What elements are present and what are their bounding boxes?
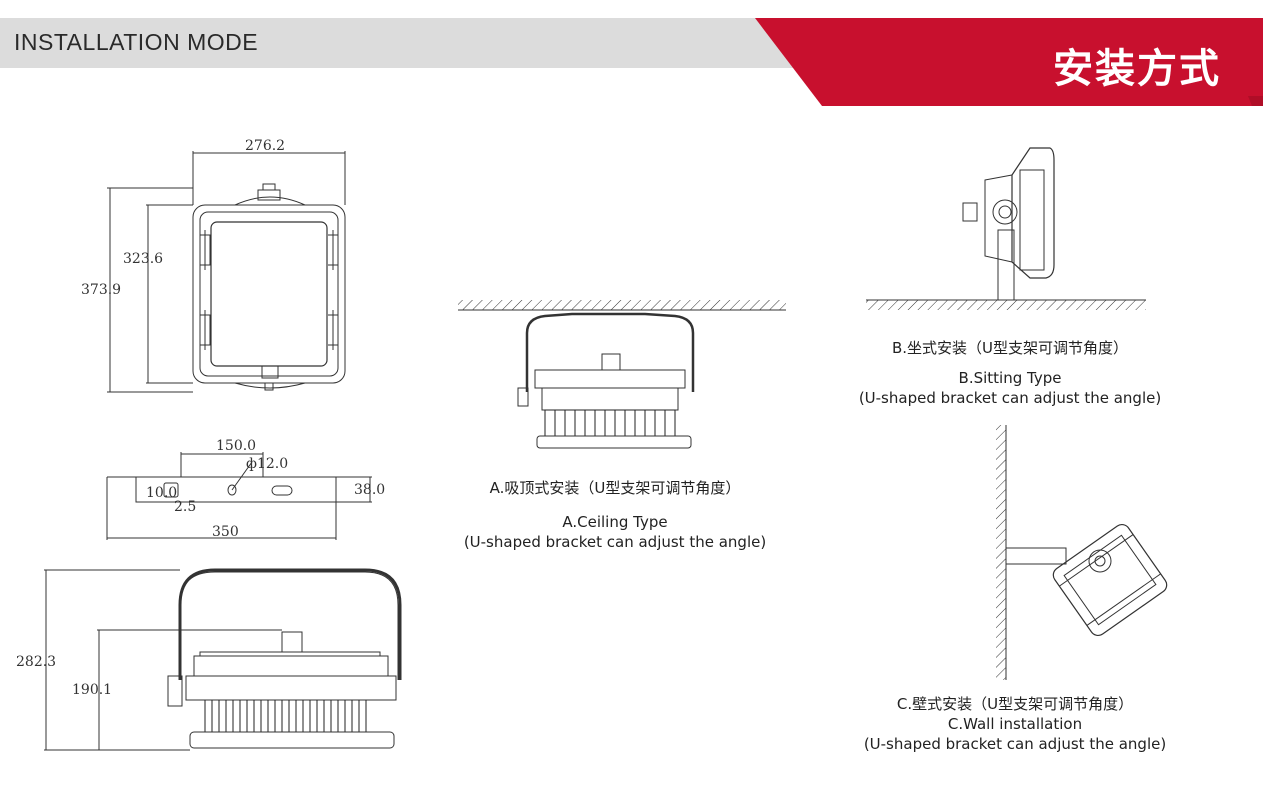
- dim-top-width: 276.2: [245, 138, 285, 154]
- dim-bracket-slot-h: 2.5: [174, 499, 196, 515]
- caption-sitting: B.坐式安装（U型支架可调节角度） B.Sitting Type (U-shap…: [830, 338, 1190, 408]
- dim-top-total-height: 373.9: [81, 282, 121, 298]
- dim-side-body-height: 190.1: [72, 682, 112, 698]
- caption-sitting-note: (U-shaped bracket can adjust the angle): [858, 389, 1162, 407]
- dim-bracket-length: 150.0: [216, 438, 256, 454]
- dim-side-total-height: 282.3: [16, 654, 56, 670]
- dim-bracket-total: 350: [212, 524, 239, 540]
- caption-ceiling-note: (U-shaped bracket can adjust the angle): [463, 533, 767, 551]
- caption-sitting-cn: B.坐式安装（U型支架可调节角度）: [891, 339, 1129, 357]
- dim-top-inner-height: 323.6: [123, 251, 163, 267]
- caption-ceiling: A.吸顶式安装（U型支架可调节角度） A.Ceiling Type (U-sha…: [430, 478, 800, 552]
- caption-ceiling-en: A.Ceiling Type: [562, 513, 668, 531]
- caption-wall-en: C.Wall installation: [947, 715, 1083, 733]
- dim-bracket-slot-w: 10.0: [146, 485, 177, 501]
- ceiling-install-drawing: [458, 300, 786, 449]
- dim-bracket-height: 38.0: [354, 482, 385, 498]
- caption-wall: C.壁式安装（U型支架可调节角度） C.Wall installation (U…: [830, 694, 1200, 754]
- header-title-en: INSTALLATION MODE: [14, 29, 259, 55]
- caption-ceiling-cn: A.吸顶式安装（U型支架可调节角度）: [489, 479, 741, 497]
- header-banner: [0, 18, 1263, 106]
- side-view-drawing: [44, 568, 402, 751]
- dim-bracket-hole: ф12.0: [246, 456, 288, 472]
- header-title-cn: 安装方式: [1053, 46, 1221, 92]
- caption-wall-note: (U-shaped bracket can adjust the angle): [863, 735, 1167, 753]
- top-view-drawing: [107, 151, 346, 393]
- sitting-install-drawing: [866, 147, 1146, 310]
- bracket-drawing: [106, 452, 372, 540]
- caption-sitting-en: B.Sitting Type: [958, 369, 1062, 387]
- wall-install-drawing: [996, 425, 1168, 680]
- caption-wall-cn: C.壁式安装（U型支架可调节角度）: [896, 695, 1134, 713]
